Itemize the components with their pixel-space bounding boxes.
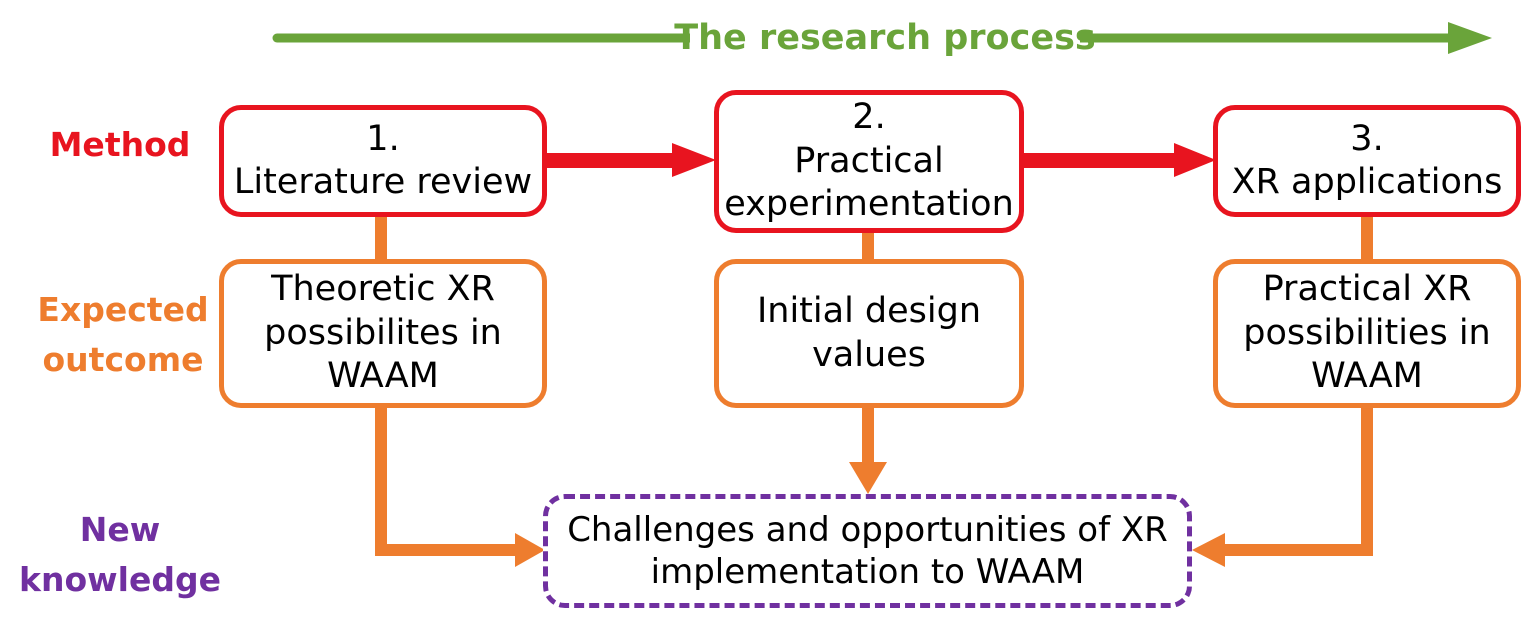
method-1-number: 1. (366, 118, 400, 159)
row-label-new-line1: New (79, 510, 161, 549)
connector-1 (375, 212, 387, 262)
row-label-new-line2: knowledge (19, 559, 221, 599)
connector-3 (1361, 212, 1373, 262)
row-label-method: Method (30, 124, 210, 165)
method-arrow-1-shaft (545, 153, 675, 168)
row-label-new-knowledge: New knowledge (10, 505, 230, 604)
new-knowledge-line-1: Challenges and opportunities of XR (567, 509, 1168, 550)
outcome-arrowhead-1 (515, 533, 545, 567)
method-2-number: 2. (852, 97, 886, 138)
outcome-3-line-3: WAAM (1311, 356, 1423, 397)
outcome-arrowhead-2 (849, 462, 887, 494)
new-knowledge-line-2: implementation to WAAM (650, 552, 1085, 592)
outcome-3-line-2: possibilities in (1243, 312, 1491, 353)
outcome-1-line-2: possibilites in (264, 312, 502, 353)
outcome-arrow-3 (1222, 405, 1373, 556)
row-label-method-text: Method (49, 125, 191, 164)
outcome-arrow-1 (375, 405, 518, 556)
outcome-box-initial-design: Initial design values (714, 259, 1024, 408)
method-3-number: 3. (1350, 118, 1384, 159)
outcome-box-theoretic: Theoretic XR possibilites in WAAM (219, 259, 547, 408)
row-label-expected-outcome: Expected outcome (18, 285, 228, 384)
method-3-line-1: XR applications (1231, 162, 1503, 202)
outcome-2-line-1: Initial design (756, 291, 982, 332)
outcome-1-line-1: Theoretic XR (271, 269, 495, 310)
process-arrowhead (1448, 22, 1492, 54)
method-1-line-1: Literature review (233, 162, 533, 202)
outcome-1-line-3: WAAM (327, 356, 439, 397)
row-label-expected-line2: outcome (42, 339, 204, 379)
method-2-line-2: experimentation (724, 184, 1014, 225)
outcome-arrowhead-3 (1192, 533, 1225, 567)
process-title-container: The research process (674, 12, 1096, 64)
row-label-expected-line1: Expected (37, 290, 209, 329)
process-title: The research process (674, 18, 1096, 58)
method-box-literature-review: 1. Literature review (219, 105, 547, 217)
method-2-line-1: Practical (794, 140, 944, 181)
new-knowledge-box: Challenges and opportunities of XR imple… (543, 494, 1192, 608)
outcome-2-line-2: values (812, 334, 926, 375)
method-box-xr-applications: 3. XR applications (1213, 105, 1521, 217)
outcome-3-line-1: Practical XR (1262, 269, 1472, 310)
method-box-practical-experimentation: 2. Practical experimentation (714, 90, 1024, 233)
method-arrow-1-head (672, 143, 716, 177)
method-arrow-2-head (1174, 143, 1216, 177)
connector-2 (862, 228, 874, 262)
outcome-arrow-2-shaft (862, 405, 874, 465)
method-arrow-2-shaft (1022, 153, 1177, 168)
outcome-box-practical: Practical XR possibilities in WAAM (1213, 259, 1521, 408)
